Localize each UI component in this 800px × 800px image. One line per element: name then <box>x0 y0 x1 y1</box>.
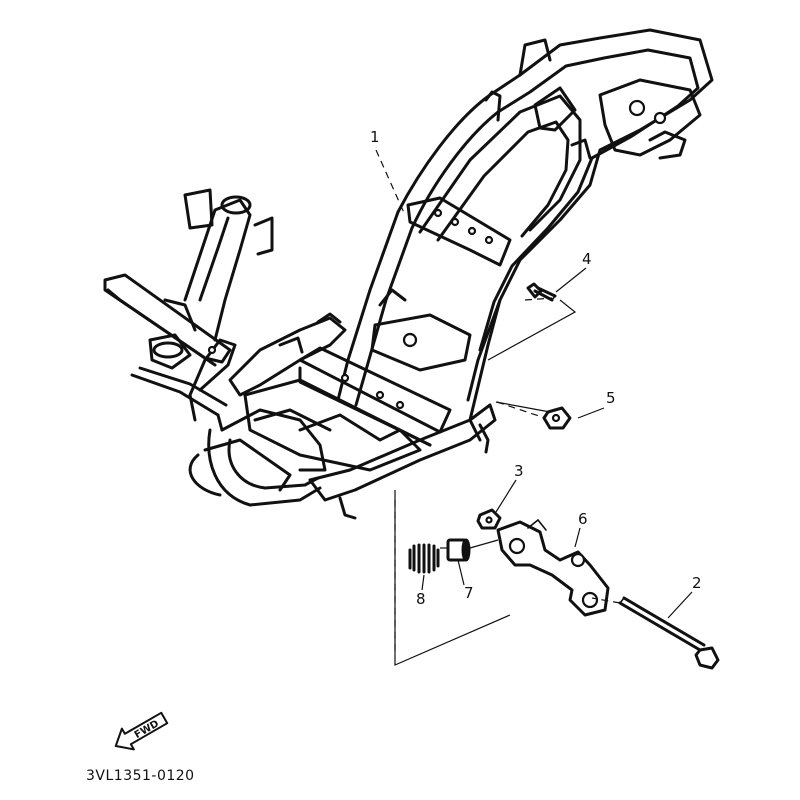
callout-3: 3 <box>514 462 524 480</box>
nut-part-3[interactable] <box>476 508 502 530</box>
long-bolt-part-2[interactable] <box>618 596 720 670</box>
callout-8: 8 <box>416 590 426 608</box>
frame-part-1[interactable] <box>103 28 714 520</box>
callout-7: 7 <box>464 584 474 602</box>
callout-5: 5 <box>606 389 616 407</box>
collar-part-7[interactable] <box>446 538 471 562</box>
leader-lines <box>375 149 693 666</box>
diagram-code: 3VL1351-0120 <box>86 768 195 784</box>
spring-part-8[interactable] <box>408 543 440 574</box>
bracket-part-6[interactable] <box>496 518 610 617</box>
callout-2: 2 <box>692 574 702 592</box>
nut-part-5[interactable] <box>542 406 572 430</box>
callout-1: 1 <box>370 128 380 146</box>
callout-6: 6 <box>578 510 588 528</box>
callout-4: 4 <box>582 250 592 268</box>
fwd-arrow-icon: FWD <box>114 711 169 751</box>
